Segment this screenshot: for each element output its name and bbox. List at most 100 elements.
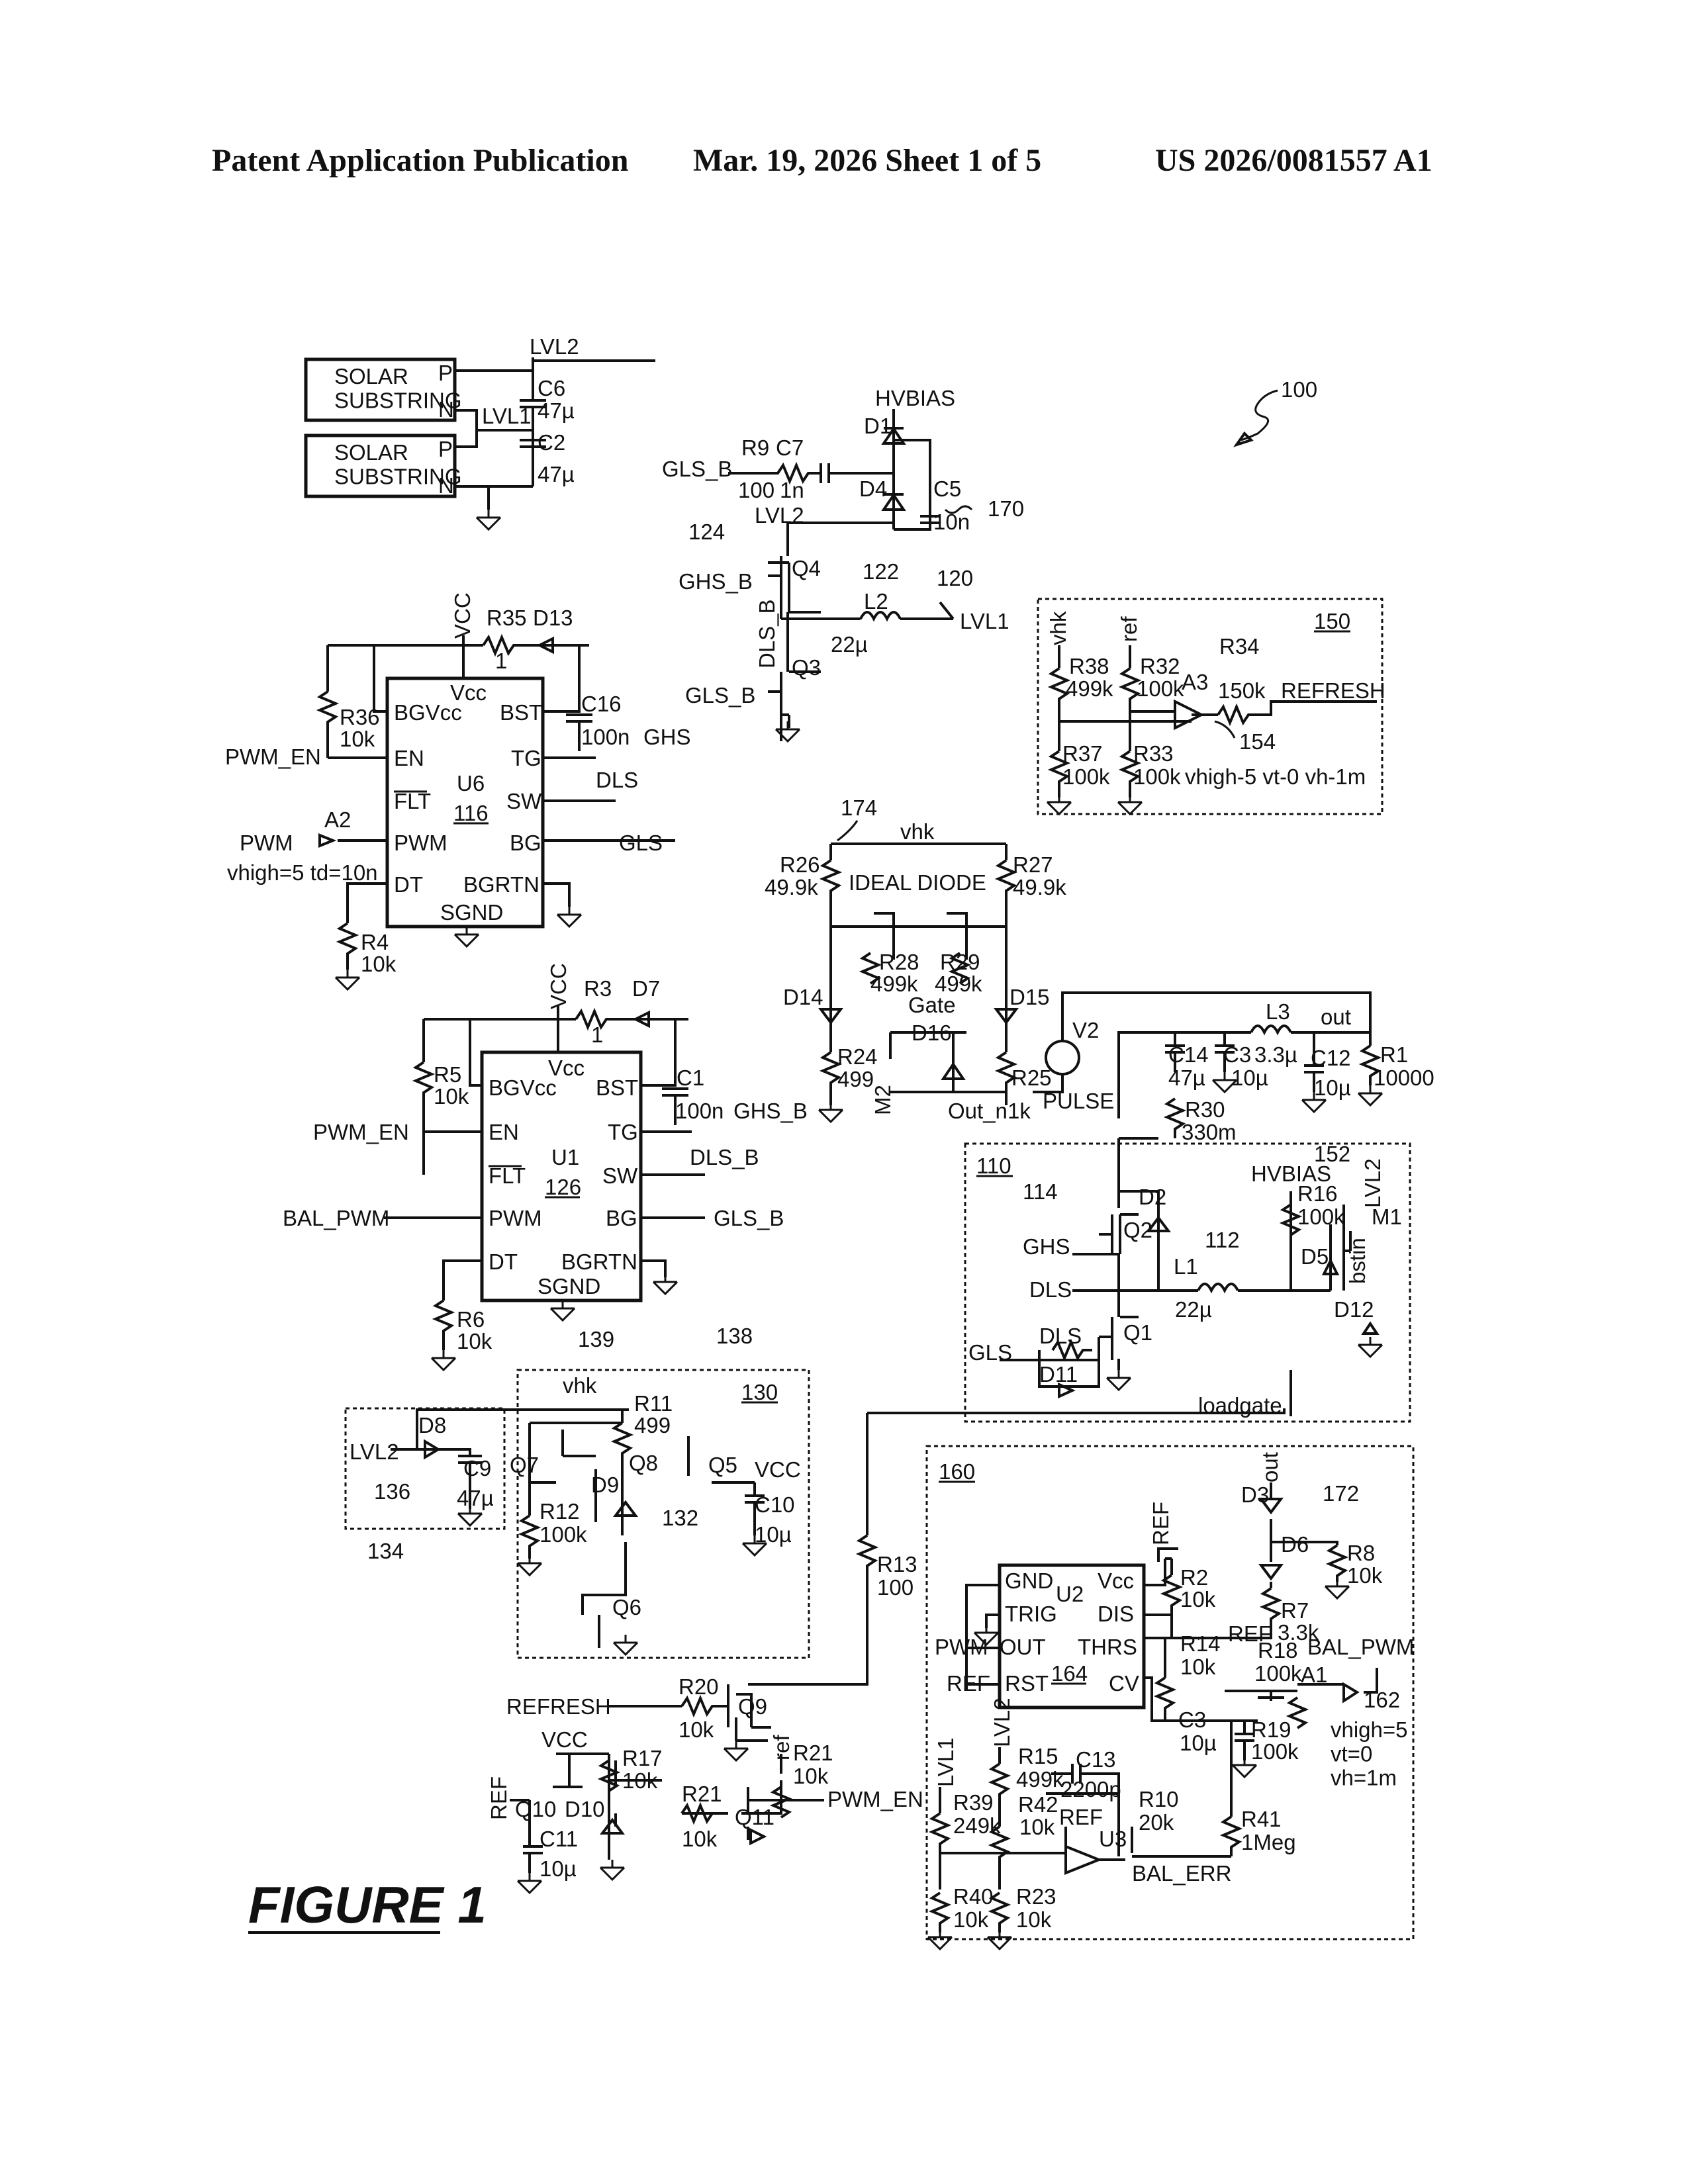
refresh-input: REFRESH — [506, 1694, 611, 1719]
u1-net-ghs-b: GHS_B — [733, 1099, 808, 1123]
d13-label: D13 — [533, 606, 573, 630]
u2-pin-out: OUT — [1000, 1635, 1046, 1659]
solar2-pin-n: N — [438, 473, 454, 498]
u1-pin-flt: FLT — [489, 1163, 526, 1188]
r30-label: R30 — [1185, 1097, 1225, 1122]
gls-b-input-bottom: GLS_B — [685, 683, 755, 707]
u2-ref-164: 164 — [1051, 1661, 1088, 1686]
refresh-pwm-en-output: PWM_EN — [827, 1787, 923, 1811]
u6-pin-sgnd: SGND — [440, 900, 503, 925]
c12-label: C12 — [1311, 1046, 1351, 1070]
block150-vhk: vhk — [1046, 611, 1070, 645]
u1-vcc-supply: VCC — [546, 963, 571, 1009]
r13-value: 100 — [877, 1575, 914, 1600]
m2-label: M2 — [870, 1085, 895, 1115]
q3-label: Q3 — [792, 655, 821, 680]
r10-label: R10 — [1139, 1787, 1179, 1811]
block110-gls: GLS — [968, 1340, 1012, 1365]
c16-value: 100n — [581, 725, 630, 749]
c13-label: C13 — [1076, 1747, 1116, 1772]
u3-label: U3 — [1099, 1827, 1127, 1851]
ghs-b-input: GHS_B — [679, 569, 753, 594]
solar2-pin-p: P — [438, 437, 453, 461]
bal-err-net: BAL_ERR — [1132, 1861, 1231, 1886]
r12-value: 100k — [539, 1522, 587, 1547]
block130-vhk: vhk — [563, 1373, 597, 1398]
c2-label: C2 — [538, 430, 565, 455]
q8-label: Q8 — [629, 1451, 658, 1475]
u1-pin-bg: BG — [606, 1206, 637, 1230]
u6-net-dls: DLS — [596, 768, 638, 792]
r37-value: 100k — [1062, 764, 1110, 789]
r21b-label: R21 — [682, 1782, 722, 1806]
r16-value: 100k — [1297, 1205, 1345, 1229]
ref-162: 162 — [1364, 1688, 1400, 1712]
l1-label: L1 — [1174, 1254, 1198, 1279]
r3-value: 1 — [591, 1023, 603, 1047]
u2-pin-gnd: GND — [1005, 1569, 1053, 1593]
d11-label: D11 — [1039, 1362, 1078, 1387]
l3-value: 3.3µ — [1254, 1042, 1297, 1067]
r32-value: 100k — [1137, 676, 1184, 701]
r42-label: R42 — [1018, 1792, 1058, 1817]
r39-label: R39 — [953, 1790, 994, 1815]
out-net: out — [1321, 1005, 1351, 1029]
c14-value: 47µ — [1168, 1066, 1205, 1090]
block160-lvl1: LVL1 — [933, 1737, 958, 1787]
r18-label: R18 — [1258, 1638, 1298, 1662]
u1-net-gls-b: GLS_B — [714, 1206, 784, 1230]
c16-label: C16 — [581, 692, 622, 716]
block110-ghs: GHS — [1023, 1234, 1070, 1259]
c7-value: 1n — [780, 478, 804, 502]
a1-label: A1 — [1301, 1662, 1327, 1687]
d12-label: D12 — [1334, 1297, 1374, 1322]
u1-pin-en: EN — [489, 1120, 519, 1144]
u6-pin-sw: SW — [506, 789, 542, 813]
l1-value: 22µ — [1175, 1297, 1212, 1322]
r37-label: R37 — [1062, 741, 1103, 766]
ref-154: 154 — [1239, 729, 1276, 754]
u2-pin-trig: TRIG — [1005, 1602, 1057, 1626]
c9-value: 47µ — [457, 1486, 494, 1510]
block134-lvl2: LVL2 — [350, 1439, 399, 1464]
u6-pwm-en-input: PWM_EN — [225, 745, 321, 769]
u6-name: U6 — [457, 771, 485, 796]
ref-139: 139 — [578, 1327, 614, 1351]
q4-drain-lvl2: LVL2 — [755, 503, 804, 527]
u6-pin-vcc: Vcc — [450, 680, 487, 705]
r6-label: R6 — [457, 1307, 485, 1332]
r3-label: R3 — [584, 976, 612, 1001]
m1-label: M1 — [1372, 1205, 1402, 1229]
d5-label: D5 — [1301, 1244, 1329, 1269]
r30-value: 330m — [1182, 1120, 1237, 1144]
r20-value: 10k — [679, 1717, 714, 1742]
r40-label: R40 — [953, 1884, 994, 1909]
a3-label: A3 — [1182, 670, 1208, 694]
dls-b-net: DLS_B — [755, 599, 779, 668]
block130-ref: 130 — [741, 1380, 778, 1404]
ideal-diode-vhk: vhk — [900, 819, 935, 844]
r2-value: 10k — [1180, 1587, 1216, 1612]
hvbias-label: HVBIAS — [875, 386, 955, 410]
d2-label: D2 — [1139, 1185, 1166, 1209]
u6-pin-pwm: PWM — [394, 831, 447, 855]
a1-params: vhigh=5vt=0vh=1m — [1331, 1717, 1408, 1790]
q6-label: Q6 — [612, 1595, 641, 1619]
q10-label: Q10 — [515, 1797, 556, 1821]
block160-ref-left: REF — [947, 1671, 990, 1696]
r35-label: R35 — [487, 606, 527, 630]
ref-172: 172 — [1323, 1481, 1359, 1506]
u6-pwm-input: PWM — [240, 831, 293, 855]
r10-value: 20k — [1139, 1810, 1174, 1835]
block150-ref: ref — [1117, 616, 1141, 642]
r38-value: 499k — [1066, 676, 1113, 701]
d3-label: D3 — [1241, 1482, 1269, 1507]
u1-pwm-en-input: PWM_EN — [313, 1120, 409, 1144]
r11-value: 499 — [634, 1413, 671, 1437]
ref-136: 136 — [374, 1479, 410, 1504]
r19-label: R19 — [1251, 1717, 1291, 1742]
u6-driver: VCC R35 1 D13 R36 10k BGVcc Vcc BST EN T… — [225, 592, 691, 989]
u2-name: U2 — [1056, 1582, 1084, 1606]
r40-value: 10k — [953, 1907, 989, 1932]
